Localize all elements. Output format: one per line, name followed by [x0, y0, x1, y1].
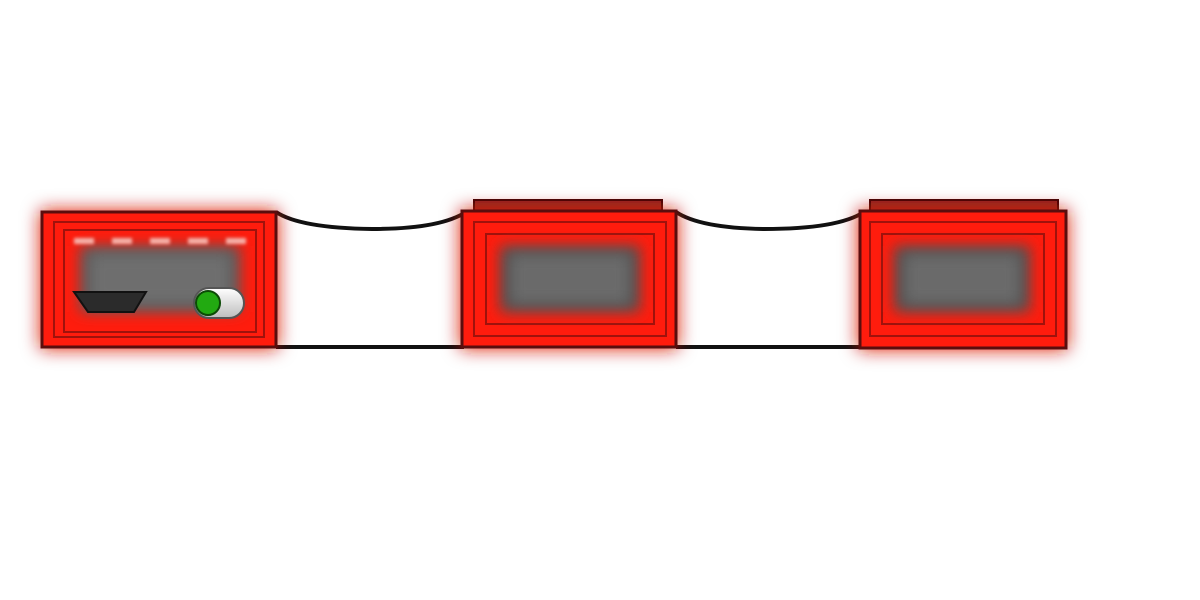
cable-top-2 [674, 210, 866, 232]
indicator-slot [226, 238, 246, 244]
module-extension-screen-2 [894, 246, 1030, 312]
indicator-slots [74, 238, 246, 244]
module-main-unit [40, 210, 278, 349]
cable-top-1 [274, 210, 468, 232]
indicator-slot [188, 238, 208, 244]
indicator-slot [74, 238, 94, 244]
indicator-slot [150, 238, 170, 244]
power-toggle-icon[interactable] [193, 287, 245, 319]
module-extension-unit-2 [858, 199, 1068, 350]
connector-port-icon[interactable] [72, 291, 148, 313]
module-extension-screen-1 [500, 246, 640, 312]
module-extension-unit-1 [460, 199, 678, 349]
indicator-slot [112, 238, 132, 244]
cables [274, 210, 866, 349]
power-led-icon [195, 290, 221, 316]
